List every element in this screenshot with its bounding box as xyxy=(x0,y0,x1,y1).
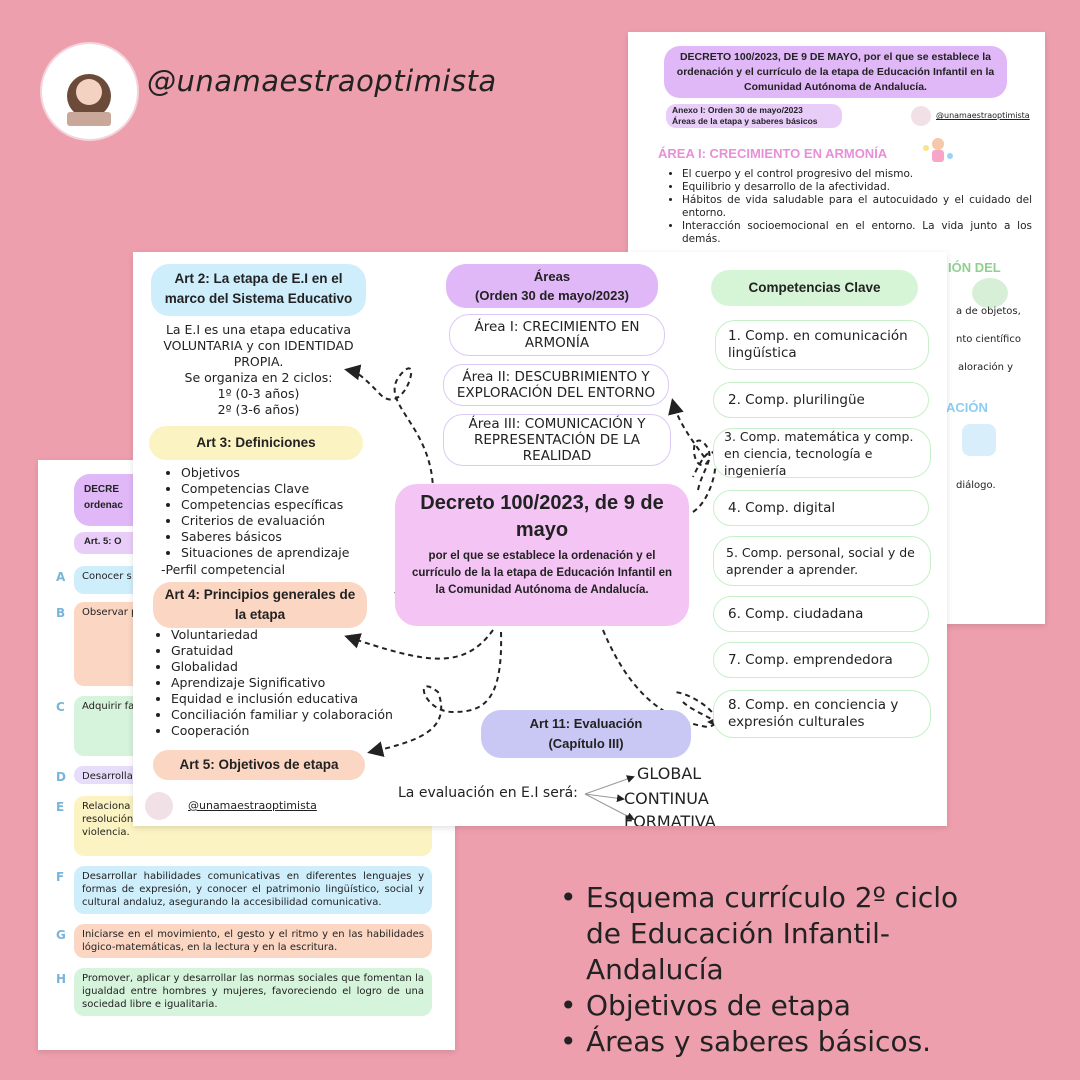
art2-title: Art 2: La etapa de E.I en el marco del S… xyxy=(151,264,366,316)
competencia-3: 3. Comp. matemática y comp. en ciencia, … xyxy=(713,428,931,478)
profile-handle[interactable]: @unamaestraoptimista xyxy=(147,64,497,98)
objective-box: Promover, aplicar y desarrollar las norm… xyxy=(74,968,432,1016)
map-handle: @unamaestraoptimista xyxy=(188,799,317,812)
art2-line: VOLUNTARIA y con IDENTIDAD xyxy=(163,338,354,353)
art4-item: Conciliación familiar y colaboración xyxy=(171,707,393,723)
art4-title: Art 4: Principios generales de la etapa xyxy=(153,582,367,628)
competencia-5: 5. Comp. personal, social y de aprender … xyxy=(713,536,931,586)
partial-text: a de objetos, xyxy=(956,306,1021,317)
partial-text: diálogo. xyxy=(956,480,996,491)
competencia-1: 1. Comp. en comunicación lingüística xyxy=(715,320,929,370)
areas-heading: Áreas xyxy=(533,269,571,284)
eval-global: GLOBAL xyxy=(637,764,702,783)
mind-map-sheet: Art 2: La etapa de E.I en el marco del S… xyxy=(133,252,947,826)
annex-line-1: Anexo I: Orden 30 de mayo/2023 xyxy=(672,105,803,115)
art3-item: Competencias específicas xyxy=(181,497,349,513)
objective-box: Desarrollar habilidades comunicativas en… xyxy=(74,866,432,914)
art4-list: Voluntariedad Gratuidad Globalidad Apren… xyxy=(153,627,393,739)
objective-letter: D xyxy=(56,770,66,784)
decree-body: por el que se establece la ordenación y … xyxy=(411,550,673,596)
objective-letter: F xyxy=(56,870,65,884)
area-item-3: Área III: COMUNICACIÓN Y REPRESENTACIÓN … xyxy=(443,414,671,466)
art2-line: La E.I es una etapa educativa xyxy=(165,322,352,337)
competencia-8: 8. Comp. en conciencia y expresión cultu… xyxy=(713,690,931,738)
areas-subheading: (Orden 30 de mayo/2023) xyxy=(475,288,629,303)
summary-bullet: •Objetivos de etapa xyxy=(560,989,851,1022)
area-illustration-icon xyxy=(920,134,956,170)
art3-title: Art 3: Definiciones xyxy=(149,426,363,460)
competencia-7: 7. Comp. emprendedora xyxy=(713,642,929,678)
header-line: DECRE xyxy=(84,484,120,495)
avatar-illustration-icon xyxy=(67,74,111,126)
area-items: El cuerpo y el control progresivo del mi… xyxy=(664,168,1032,246)
competencia-2: 2. Comp. plurilingüe xyxy=(713,382,929,418)
objective-letter: E xyxy=(56,800,65,814)
partial-area-title: IÓN DEL xyxy=(948,260,1001,275)
eval-continua: CONTINUA xyxy=(624,789,709,808)
summary-text: Áreas y saberes básicos. xyxy=(586,1025,932,1058)
competencia-6: 6. Comp. ciudadana xyxy=(713,596,929,632)
summary-bullet: •Áreas y saberes básicos. xyxy=(560,1025,932,1058)
header-line: ordenac xyxy=(84,500,123,511)
art4-item: Gratuidad xyxy=(171,643,393,659)
objective-letter: B xyxy=(56,606,66,620)
art2-line: Se organiza en 2 ciclos: xyxy=(184,370,333,385)
art4-item: Voluntariedad xyxy=(171,627,393,643)
art11-title: Art 11: Evaluación (Capítulo III) xyxy=(481,710,691,758)
objective-box: Iniciarse en el movimiento, el gesto y e… xyxy=(74,924,432,958)
competencias-title: Competencias Clave xyxy=(711,270,918,306)
right-sheet-header: DECRETO 100/2023, DE 9 DE MAYO, por el q… xyxy=(664,46,1007,98)
decree-title: Decreto 100/2023, de 9 de mayo xyxy=(420,492,664,541)
decree-center: Decreto 100/2023, de 9 de mayo por el qu… xyxy=(395,484,689,626)
right-sheet-logo-icon xyxy=(911,106,931,126)
art5-title: Art 5: Objetivos de etapa xyxy=(153,750,365,780)
area-item-1: Área I: CRECIMIENTO EN ARMONÍA xyxy=(449,314,665,356)
right-sheet-handle: @unamaestraoptimista xyxy=(936,111,1030,120)
partial-area-title: ACIÓN xyxy=(946,400,988,415)
summary-bullet: •Esquema currículo 2º ciclo de Educación… xyxy=(560,880,1000,988)
area-item: Interacción socioemocional en el entorno… xyxy=(682,220,1032,246)
objective-letter: G xyxy=(56,928,66,942)
art3-item: Situaciones de aprendizaje xyxy=(181,545,349,561)
art11-lead: La evaluación en E.I será: xyxy=(398,785,578,801)
art4-item: Aprendizaje Significativo xyxy=(171,675,393,691)
right-sheet-annex: Anexo I: Orden 30 de mayo/2023 Áreas de … xyxy=(666,104,842,128)
area-item: El cuerpo y el control progresivo del mi… xyxy=(682,168,1032,181)
objective-letter: H xyxy=(56,972,67,986)
area-item: Equilibrio y desarrollo de la afectivida… xyxy=(682,181,1032,194)
partial-plant-icon xyxy=(972,278,1008,308)
map-logo-icon xyxy=(145,792,173,820)
area-item-2: Área II: DESCUBRIMIENTO Y EXPLORACIÓN DE… xyxy=(443,364,669,406)
art3-item: Saberes básicos xyxy=(181,529,349,545)
partial-text: aloración y xyxy=(958,362,1014,373)
area-item: Hábitos de vida saludable para el autocu… xyxy=(682,194,1032,220)
art3-item: Competencias Clave xyxy=(181,481,349,497)
art11-subheading: (Capítulo III) xyxy=(548,736,624,751)
art3-item: Objetivos xyxy=(181,465,349,481)
partial-text: nto científico xyxy=(956,334,1021,345)
summary-text: Objetivos de etapa xyxy=(586,989,851,1022)
objective-letter: C xyxy=(56,700,65,714)
art3-item: Criterios de evaluación xyxy=(181,513,349,529)
areas-title: Áreas (Orden 30 de mayo/2023) xyxy=(446,264,658,308)
art2-line: PROPIA. xyxy=(233,354,284,369)
eval-formativa: FORMATIVA xyxy=(624,812,716,826)
art3-extra: -Perfil competencial xyxy=(161,562,286,577)
objective-letter: A xyxy=(56,570,66,584)
area-title: ÁREA I: CRECIMIENTO EN ARMONÍA xyxy=(658,146,888,161)
art2-text: La E.I es una etapa educativa VOLUNTARIA… xyxy=(151,322,366,418)
competencia-4: 4. Comp. digital xyxy=(713,490,929,526)
summary-text: Esquema currículo 2º ciclo de Educación … xyxy=(586,881,959,986)
annex-line-2: Áreas de la etapa y saberes básicos xyxy=(672,116,818,126)
profile-avatar[interactable] xyxy=(40,42,139,141)
summary-bullets: •Esquema currículo 2º ciclo de Educación… xyxy=(560,880,1000,1060)
art3-list: Objetivos Competencias Clave Competencia… xyxy=(163,465,349,561)
art4-item: Equidad e inclusión educativa xyxy=(171,691,393,707)
art11-heading: Art 11: Evaluación xyxy=(529,716,643,731)
art2-line: 1º (0-3 años) xyxy=(217,386,300,401)
art4-item: Globalidad xyxy=(171,659,393,675)
partial-chat-icon xyxy=(962,424,996,456)
art4-item: Cooperación xyxy=(171,723,393,739)
art2-line: 2º (3-6 años) xyxy=(217,402,300,417)
